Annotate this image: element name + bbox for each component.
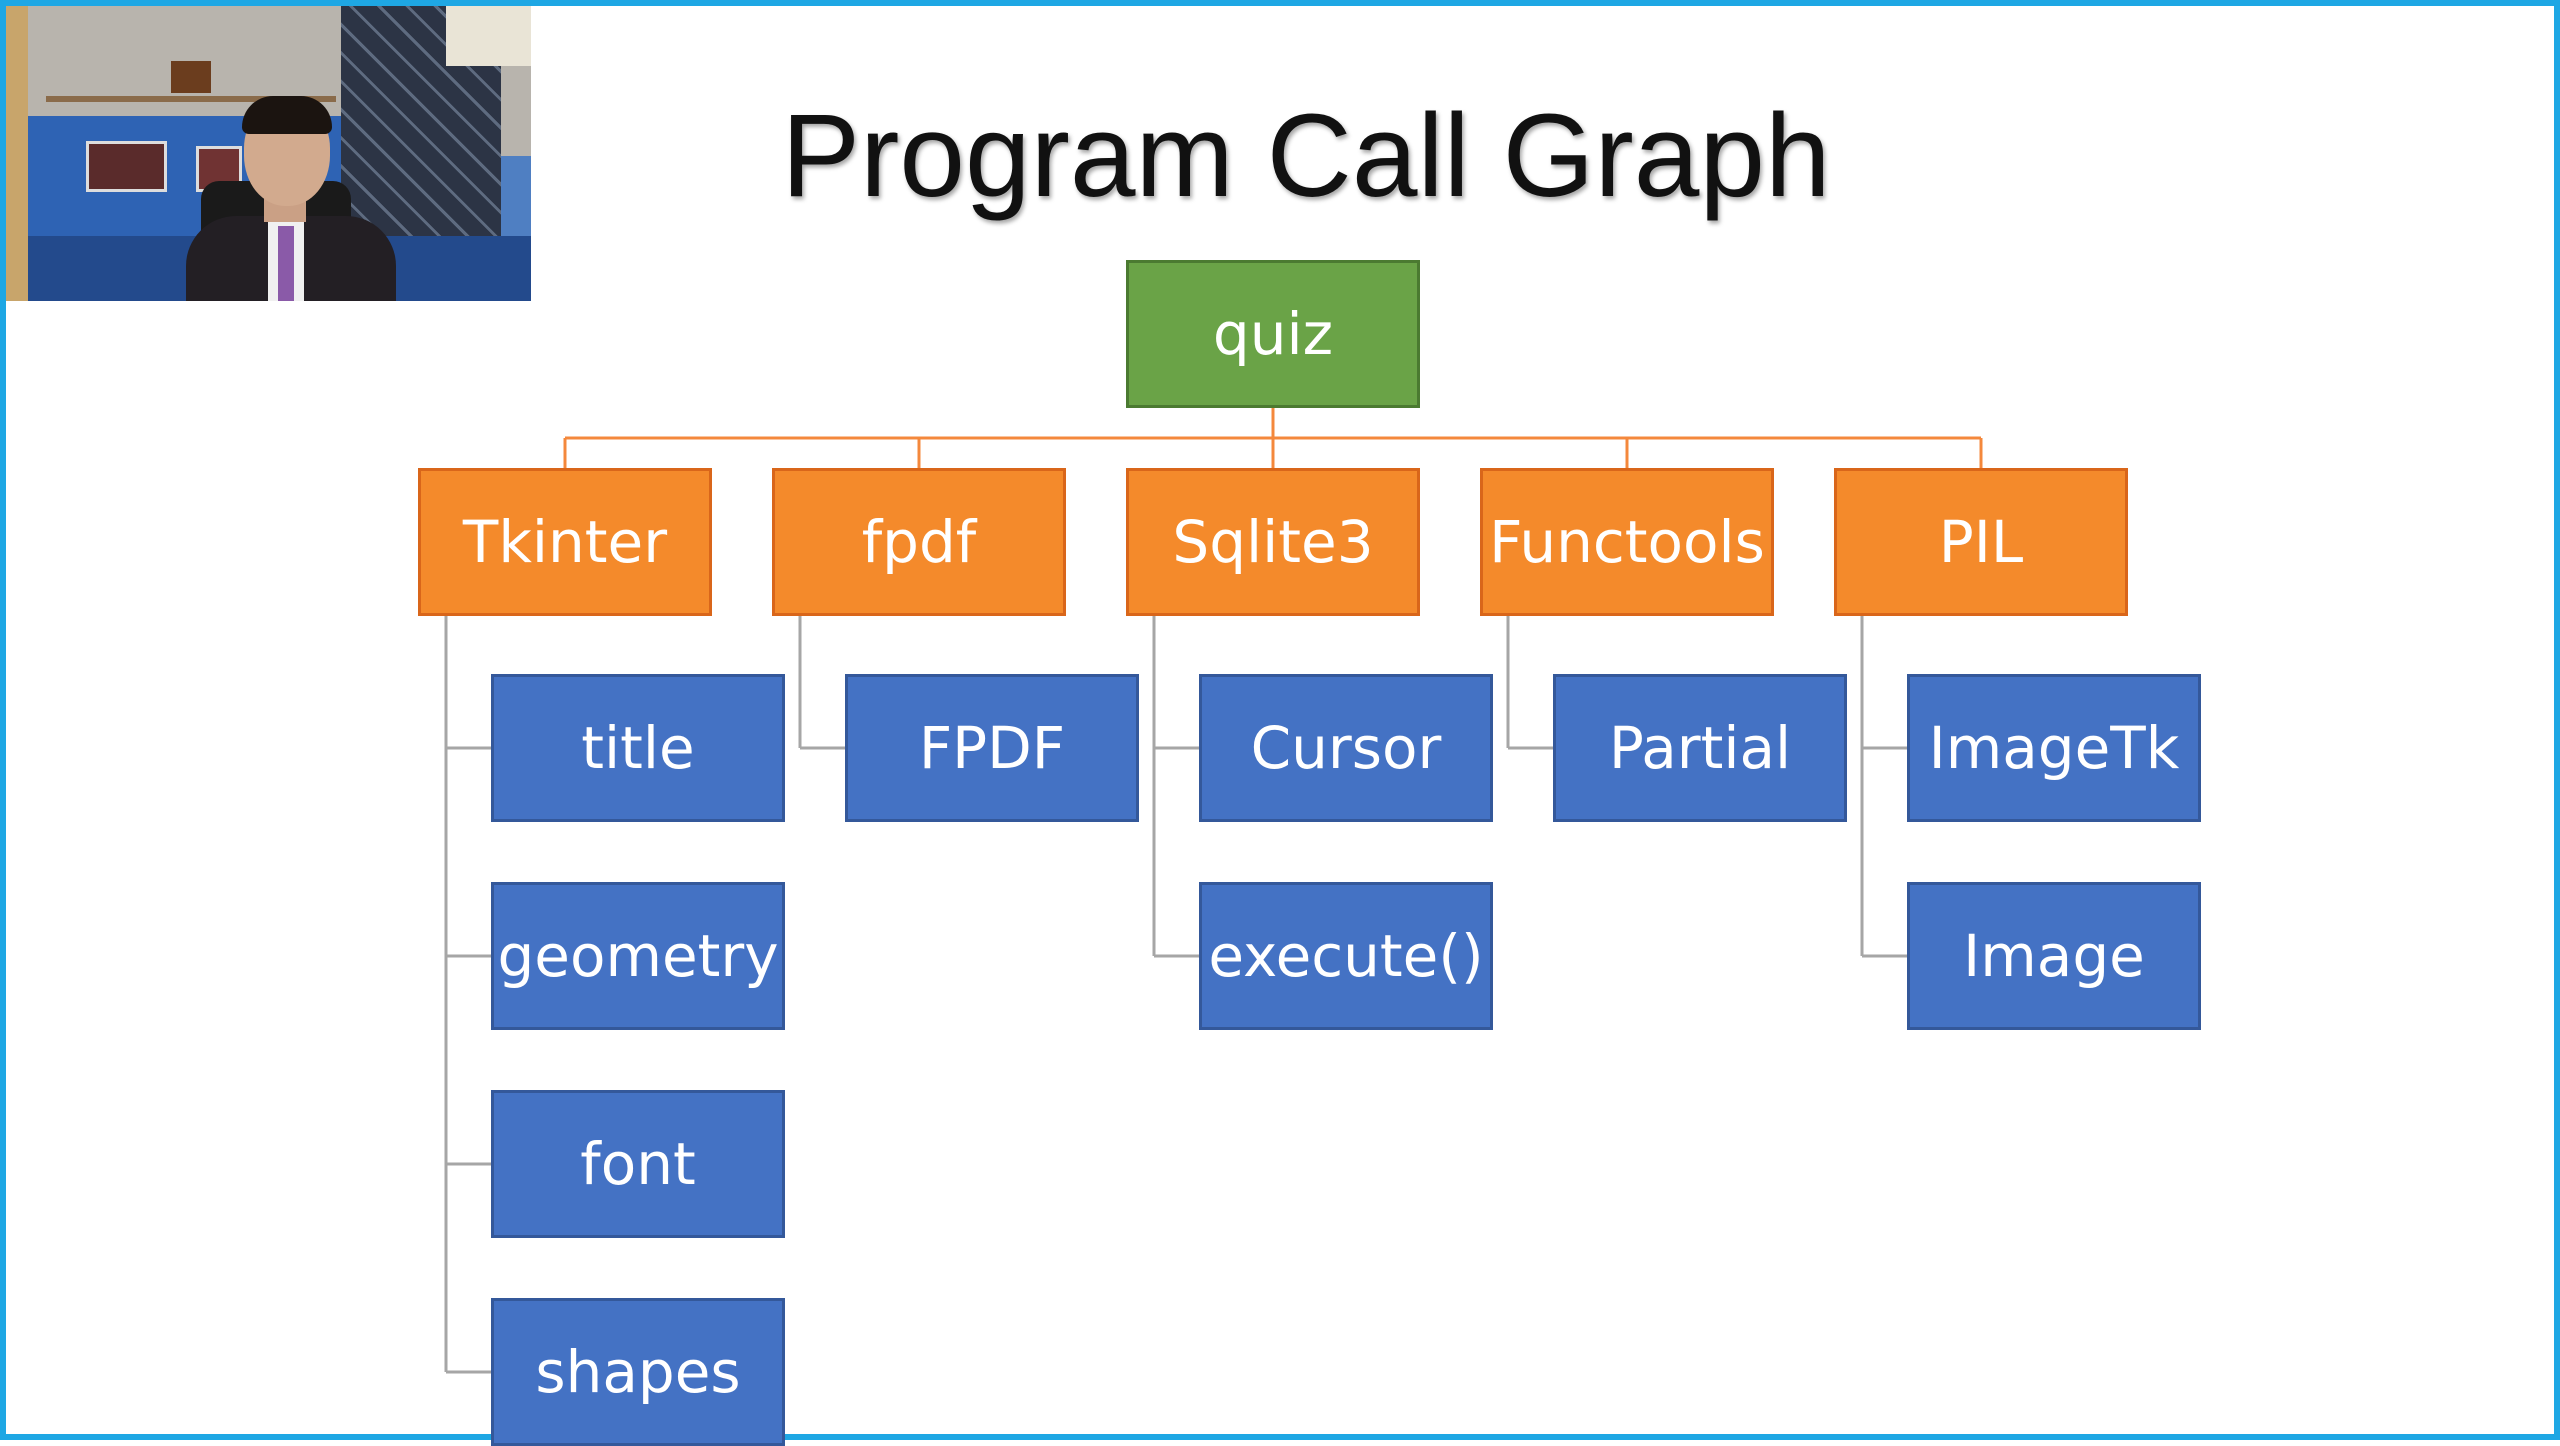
child-node-fpdf: FPDF	[845, 674, 1139, 822]
slide-title: Program Call Graph	[781, 90, 1831, 222]
child-node-image: Image	[1907, 882, 2201, 1030]
library-node-fpdf: fpdf	[772, 468, 1066, 616]
webcam-picture-frame	[171, 61, 211, 93]
root-node-quiz: quiz	[1126, 260, 1420, 408]
library-node-tkinter: Tkinter	[418, 468, 712, 616]
library-node-functools: Functools	[1480, 468, 1774, 616]
child-node-execute: execute()	[1199, 882, 1493, 1030]
library-node-sqlite3: Sqlite3	[1126, 468, 1420, 616]
webcam-picture-frame	[86, 141, 167, 192]
library-node-pil: PIL	[1834, 468, 2128, 616]
child-node-cursor: Cursor	[1199, 674, 1493, 822]
child-node-partial: Partial	[1553, 674, 1847, 822]
webcam-presenter-hair	[242, 96, 332, 134]
webcam-window	[446, 6, 531, 66]
webcam-door	[6, 6, 28, 301]
child-node-title: title	[491, 674, 785, 822]
child-node-imagetk: ImageTk	[1907, 674, 2201, 822]
webcam-presenter-tie	[278, 226, 294, 301]
child-node-font: font	[491, 1090, 785, 1238]
webcam-overlay	[6, 6, 531, 301]
connector-lines	[444, 408, 1983, 1374]
child-node-shapes: shapes	[491, 1298, 785, 1446]
child-node-geometry: geometry	[491, 882, 785, 1030]
webcam-shelf	[46, 96, 336, 102]
